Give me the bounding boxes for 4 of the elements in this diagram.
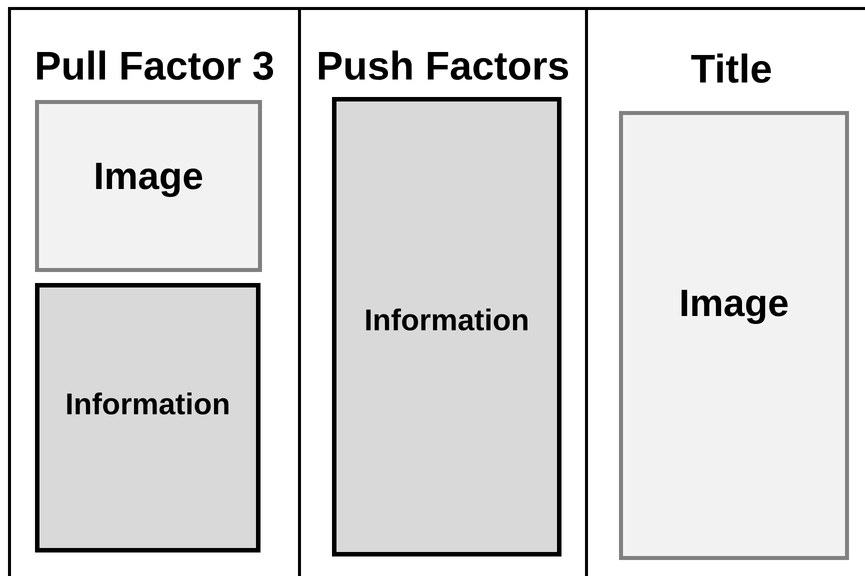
information-box: Information	[332, 97, 562, 556]
information-box: Information	[35, 283, 260, 552]
image-box: Image	[35, 100, 262, 272]
image-box: Image	[619, 111, 849, 560]
